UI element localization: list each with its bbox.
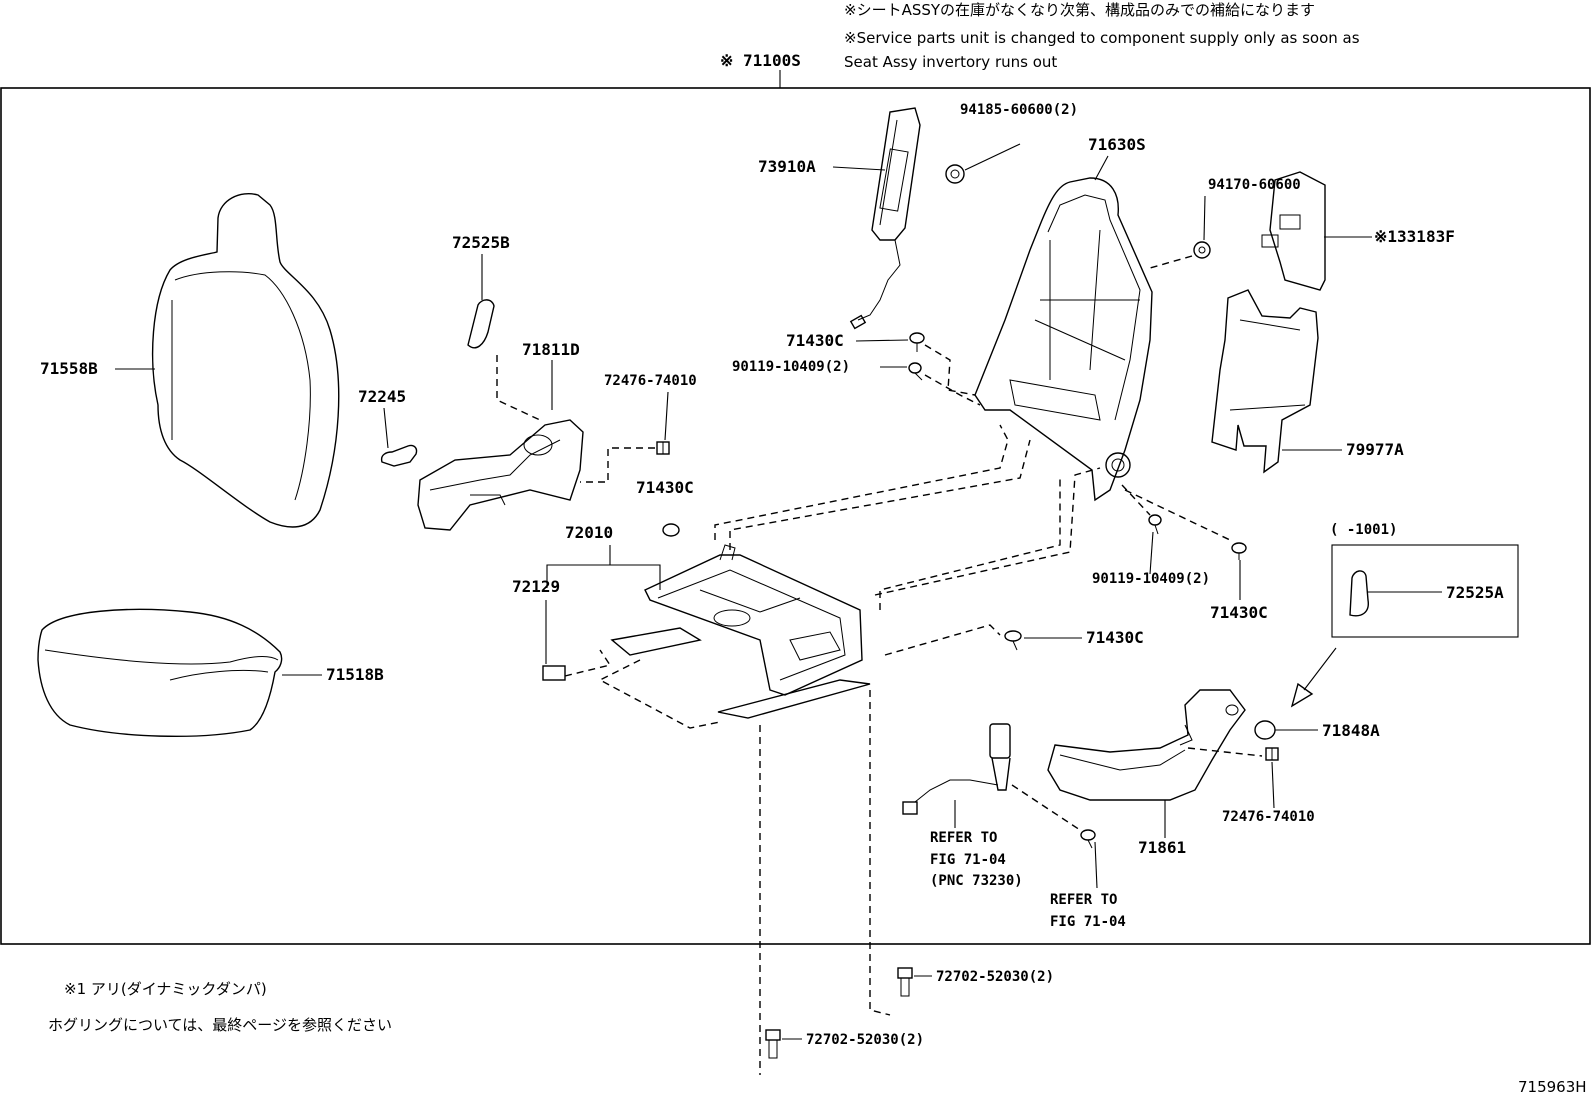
seat-frame-72010	[610, 544, 871, 719]
bolt-90119-a	[908, 362, 923, 381]
label-71430c-d: 71430C	[1086, 628, 1144, 647]
label-71518b: 71518B	[326, 665, 384, 684]
bolt-71430c-a	[909, 332, 925, 352]
cushion-cover-71518b	[37, 608, 283, 738]
cap-71848a	[1254, 720, 1276, 740]
lever-72245	[380, 444, 418, 467]
label-73910a: 73910A	[758, 157, 816, 176]
ref2-line2: FIG 71-04	[1050, 914, 1126, 930]
variant-box	[1331, 544, 1519, 638]
note-en-line1: ※Service parts unit is changed to compon…	[844, 29, 1360, 47]
seatback-cover-71558b	[151, 193, 340, 528]
seatback-frame-71630s	[974, 177, 1153, 502]
side-cover-71861	[1047, 689, 1246, 801]
note-jp-bottom2: ホグリングについては、最終ページを参照ください	[48, 1016, 392, 1034]
note-en-line2: Seat Assy invertory runs out	[844, 53, 1057, 71]
bolt-buckle	[1080, 829, 1096, 849]
bolt-72702-a	[897, 967, 913, 997]
label-90119-b: 90119-10409(2)	[1092, 571, 1210, 587]
label-90119-a: 90119-10409(2)	[732, 359, 850, 375]
ref1-line2: FIG 71-04	[930, 852, 1006, 868]
bolt-90119-b	[1148, 514, 1162, 535]
label-72476-top: 72476-74010	[604, 373, 697, 389]
figure-id: 715963H	[1518, 1078, 1587, 1096]
pad-133183f	[1261, 171, 1326, 291]
note-jp-top: ※シートASSYの在庫がなくなり次第、構成品のみでの補給になります	[844, 1, 1315, 19]
label-94185: 94185-60600(2)	[960, 102, 1078, 118]
label-72525a: 72525A	[1446, 583, 1504, 602]
assembly-frame	[0, 87, 1591, 945]
label-71430c-b: 71430C	[636, 478, 694, 497]
label-72010: 72010	[565, 523, 613, 542]
label-72476-bot: 72476-74010	[1222, 809, 1315, 825]
label-94170: 94170-60600	[1208, 177, 1301, 193]
ref2-line1: REFER TO	[1050, 892, 1117, 908]
knob-72525b	[467, 299, 495, 349]
label-71861: 71861	[1138, 838, 1186, 857]
bolt-72702-b	[765, 1029, 781, 1059]
knob-72525a	[1349, 570, 1369, 617]
label-72702-a: 72702-52030(2)	[936, 969, 1054, 985]
ref1-line1: REFER TO	[930, 830, 997, 846]
bolt-71430c-b	[662, 523, 680, 537]
label-133183f: ※133183F	[1374, 227, 1455, 246]
label-71558b: 71558B	[40, 359, 98, 378]
label-72129: 72129	[512, 577, 560, 596]
label-71811d: 71811D	[522, 340, 580, 359]
seat-belt-buckle	[902, 723, 1011, 815]
shield-71811d	[417, 419, 584, 531]
label-71430c-c: 71430C	[1210, 603, 1268, 622]
ref1-line3: (PNC 73230)	[930, 873, 1023, 889]
label-79977a: 79977A	[1346, 440, 1404, 459]
arrow-icon	[1290, 647, 1337, 708]
part-72129	[542, 665, 566, 681]
screw-72476-bot	[1265, 747, 1279, 761]
assembly-label: ※ 71100S	[720, 51, 801, 70]
label-72525b: 72525B	[452, 233, 510, 252]
label-72702-b: 72702-52030(2)	[806, 1032, 924, 1048]
screw-72476-top	[656, 441, 670, 455]
label-72245: 72245	[358, 387, 406, 406]
note-jp-bottom1: ※1 アリ(ダイナミックダンパ)	[64, 980, 267, 998]
nut-94185	[945, 164, 965, 184]
bolt-71430c-d	[1004, 630, 1022, 651]
panel-79977a	[1211, 289, 1319, 474]
label-71848a: 71848A	[1322, 721, 1380, 740]
airbag-73910a	[849, 107, 921, 330]
bolt-71430c-c	[1231, 542, 1247, 560]
label-71430c-a: 71430C	[786, 331, 844, 350]
nut-94170	[1193, 241, 1211, 259]
label-1001: ( -1001)	[1330, 522, 1397, 538]
label-71630s: 71630S	[1088, 135, 1146, 154]
